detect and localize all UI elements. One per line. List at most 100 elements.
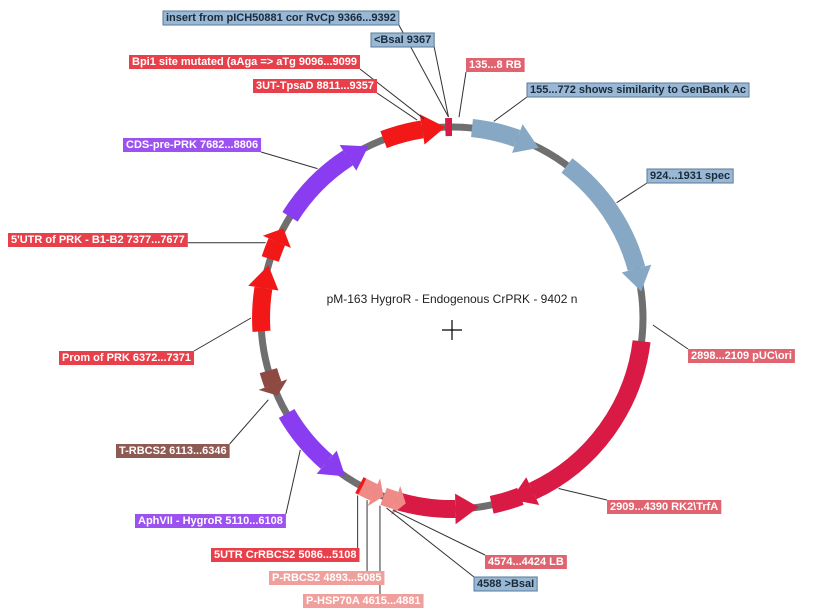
label-spec[interactable]: 924...1931 spec (646, 168, 734, 184)
arc-phsp70a[interactable] (380, 487, 399, 510)
label-lb-box (485, 555, 567, 569)
label-spec-box (646, 168, 734, 184)
label-bsai-4588-box (473, 576, 538, 592)
label-phsp70a-text: P-HSP70A 4615...4881 (306, 595, 421, 607)
label-aphvii-box (135, 514, 286, 528)
label-bsai-4588-leader (386, 507, 475, 578)
label-aphvii-leader (285, 449, 301, 515)
label-bpi1[interactable]: Bpi1 site mutated (aAga => aTg 9096...90… (129, 55, 360, 69)
label-prom-prk-leader (193, 317, 252, 352)
label-cds-prk-box (123, 138, 262, 152)
label-cds-prk-leader (260, 151, 318, 170)
arc-utr-prk[interactable] (261, 238, 286, 262)
label-phsp70a[interactable]: P-HSP70A 4615...4881 (303, 594, 424, 608)
label-genbank[interactable]: 155...772 shows similarity to GenBank Ac (526, 82, 750, 98)
plasmid-title: pM-163 HygroR - Endogenous CrPRK - 9402 … (327, 292, 578, 306)
arc-spec[interactable] (561, 158, 646, 272)
label-rb-box (466, 58, 525, 72)
label-utr-prk-box (8, 233, 188, 247)
label-bsai-4588[interactable]: 4588 >BsaI (473, 576, 538, 592)
label-trbcs2-leader (229, 399, 269, 445)
label-rk2[interactable]: 2909...4390 RK2\TrfA (607, 500, 722, 514)
label-bpi1-leader (359, 68, 425, 120)
arc-prom-prk-arrowhead (248, 265, 279, 291)
label-insert[interactable]: insert from pICH50881 cor RvCp 9366...93… (162, 10, 400, 26)
label-utr-prk-text: 5'UTR of PRK - B1-B2 7377...7677 (11, 234, 185, 246)
label-utr-rbcs2-text: 5UTR CrRBCS2 5086...5108 (214, 549, 356, 561)
arc-aphvii[interactable] (278, 408, 333, 469)
label-bsai-9367[interactable]: <BsaI 9367 (370, 32, 435, 48)
arc-cds-prk-arrowhead (339, 144, 369, 171)
label-rb[interactable]: 135...8 RB (466, 58, 525, 72)
feature-labels: insert from pICH50881 cor RvCp 9366...93… (8, 10, 795, 608)
arc-prom-prk[interactable] (252, 286, 273, 332)
label-trbcs2-box (116, 444, 230, 458)
label-bsai-9367-text: <BsaI 9367 (374, 34, 431, 46)
label-bpi1-text: Bpi1 site mutated (aAga => aTg 9096...90… (132, 56, 357, 68)
label-puc-text: 2898...2109 pUC\ori (691, 350, 792, 362)
label-rk2-text: 2909...4390 RK2\TrfA (610, 501, 718, 513)
label-genbank-box (526, 82, 750, 98)
label-genbank-leader (493, 96, 528, 122)
arc-genbank-arrowhead (512, 124, 539, 153)
arc-tpsad[interactable] (380, 120, 424, 149)
label-utr-prk[interactable]: 5'UTR of PRK - B1-B2 7377...7677 (8, 233, 188, 247)
label-prom-prk-box (59, 351, 195, 365)
label-insert-box (162, 10, 400, 26)
arc-rk2-lb-arrowhead (455, 493, 479, 525)
label-tpsad-box (253, 79, 378, 93)
label-prbcs2-box (269, 571, 385, 585)
label-puc[interactable]: 2898...2109 pUC\ori (688, 349, 795, 363)
label-tpsad-text: 3UT-TpsaD 8811...9357 (256, 80, 374, 92)
label-rk2-leader (558, 487, 608, 501)
label-rb-text: 135...8 RB (469, 59, 522, 71)
label-bsai-9367-box (370, 32, 435, 48)
leader-lines (187, 24, 689, 594)
arc-puc[interactable] (528, 340, 651, 500)
arc-genbank[interactable] (470, 119, 521, 148)
label-rk2-box (607, 500, 722, 514)
arc-utr-prk-arrowhead (262, 228, 291, 248)
arc-prbcs2[interactable] (358, 478, 378, 501)
label-insert-text: insert from pICH50881 cor RvCp 9366...93… (166, 12, 396, 24)
label-cds-prk-text: CDS-pre-PRK 7682...8806 (126, 139, 258, 151)
label-lb-leader (393, 509, 486, 556)
label-lb-text: 4574...4424 LB (488, 556, 564, 568)
label-phsp70a-box (303, 594, 424, 608)
label-prom-prk-text: Prom of PRK 6372...7371 (62, 352, 191, 364)
label-lb[interactable]: 4574...4424 LB (485, 555, 567, 569)
label-bsai-9367-leader (433, 46, 449, 118)
arc-rk2-head[interactable] (489, 487, 524, 514)
label-genbank-text: 155...772 shows similarity to GenBank Ac (530, 84, 746, 96)
arc-tpsad-arrowhead (419, 114, 446, 145)
arc-cds-prk[interactable] (282, 150, 354, 222)
label-bpi1-box (129, 55, 360, 69)
label-puc-box (688, 349, 795, 363)
arc-trbcs2-arrowhead (258, 379, 288, 396)
feature-arcs (248, 114, 652, 525)
label-trbcs2-text: T-RBCS2 6113...6346 (119, 445, 227, 457)
label-tpsad-leader (376, 92, 418, 121)
label-spec-text: 924...1931 spec (650, 170, 730, 182)
arc-trbcs2[interactable] (259, 368, 282, 388)
center-crosshair-icon (442, 320, 462, 340)
label-prom-prk[interactable]: Prom of PRK 6372...7371 (59, 351, 195, 365)
arc-aphvii-arrowhead (316, 450, 346, 477)
arc-phsp70a-arrowhead (391, 485, 406, 516)
arc-spec-arrowhead (621, 264, 652, 292)
label-trbcs2[interactable]: T-RBCS2 6113...6346 (116, 444, 230, 458)
label-puc-leader (652, 324, 689, 350)
label-aphvii[interactable]: AphVII - HygroR 5110...6108 (135, 514, 286, 528)
label-spec-leader (616, 182, 648, 204)
label-prbcs2-text: P-RBCS2 4893...5085 (272, 572, 381, 584)
label-utr-rbcs2[interactable]: 5UTR CrRBCS2 5086...5108 (211, 548, 360, 562)
arc-utr-rbcs2[interactable] (355, 477, 367, 495)
label-utr-rbcs2-box (211, 548, 360, 562)
label-bsai-4588-text: 4588 >BsaI (477, 578, 534, 590)
label-aphvii-text: AphVII - HygroR 5110...6108 (138, 515, 283, 527)
label-tpsad[interactable]: 3UT-TpsaD 8811...9357 (253, 79, 378, 93)
label-rb-leader (458, 71, 467, 118)
label-cds-prk[interactable]: CDS-pre-PRK 7682...8806 (123, 138, 262, 152)
label-prbcs2[interactable]: P-RBCS2 4893...5085 (269, 571, 385, 585)
